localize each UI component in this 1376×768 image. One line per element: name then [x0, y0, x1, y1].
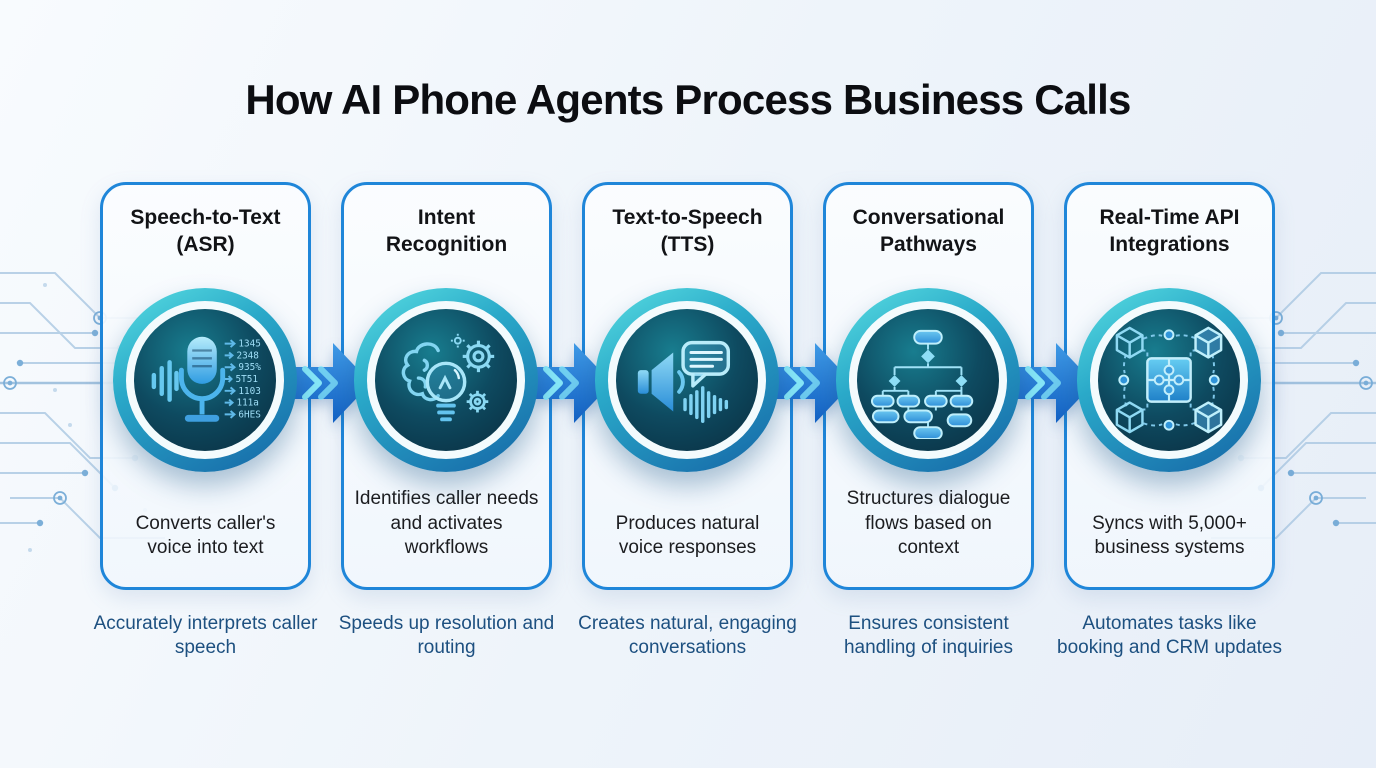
arrow-icon	[1014, 343, 1094, 423]
speaker-chat-icon	[637, 340, 731, 424]
svg-text:111a: 111a	[236, 398, 258, 409]
step-description: Syncs with 5,000+ business systems	[1092, 512, 1247, 559]
step-description: Structures dialogue flows based on conte…	[846, 487, 1011, 559]
icon-disc	[375, 309, 517, 451]
svg-text:5T51: 5T51	[235, 374, 257, 385]
svg-text:1103: 1103	[238, 386, 260, 397]
icon-disc: 1345 2348 935% 5T51 1103 111a 6HES	[134, 309, 276, 451]
svg-text:1345: 1345	[238, 339, 260, 350]
step-icon-badge: 1345 2348 935% 5T51 1103 111a 6HES	[113, 288, 297, 472]
step-caption: Ensures consistent handling of inquiries	[843, 613, 1013, 659]
svg-text:6HES: 6HES	[238, 409, 260, 420]
waveform	[683, 386, 729, 424]
step-icon-badge	[354, 288, 538, 472]
brain-bulb-gears-icon	[401, 333, 495, 422]
step-title: Real-Time API Integrations	[1099, 206, 1240, 256]
step-description: Produces natural voice responses	[615, 512, 760, 559]
step-title: Conversational Pathways	[852, 206, 1005, 256]
svg-text:935%: 935%	[238, 362, 261, 373]
step-caption: Speeds up resolution and routing	[338, 613, 555, 659]
icon-disc	[857, 309, 999, 451]
step-title: Intent Recognition	[385, 206, 508, 256]
step-caption: Automates tasks like booking and CRM upd…	[1057, 613, 1282, 659]
step-description: Converts caller's voice into text	[135, 512, 276, 559]
arrow-icon	[773, 343, 853, 423]
step-title: Text-to-Speech (TTS)	[612, 206, 763, 256]
step-icon-badge	[836, 288, 1020, 472]
microphone-icon: 1345 2348 935% 5T51 1103 111a 6HES	[151, 336, 261, 422]
svg-text:2348: 2348	[236, 350, 259, 361]
flowchart-icon	[870, 329, 974, 439]
icon-disc	[616, 309, 758, 451]
icon-disc	[1098, 309, 1240, 451]
arrow-icon	[532, 343, 612, 423]
step-description: Identifies caller needs and activates wo…	[354, 487, 539, 559]
page-title: How AI Phone Agents Process Business Cal…	[245, 76, 1131, 123]
step-title: Speech-to-Text (ASR)	[130, 206, 281, 256]
arrow-icon	[291, 343, 371, 423]
api-puzzle-icon	[1115, 326, 1223, 434]
step-icon-badge	[595, 288, 779, 472]
step-caption: Creates natural, engaging conversations	[578, 613, 797, 659]
step-caption: Accurately interprets caller speech	[93, 613, 318, 659]
step-icon-badge	[1077, 288, 1261, 472]
